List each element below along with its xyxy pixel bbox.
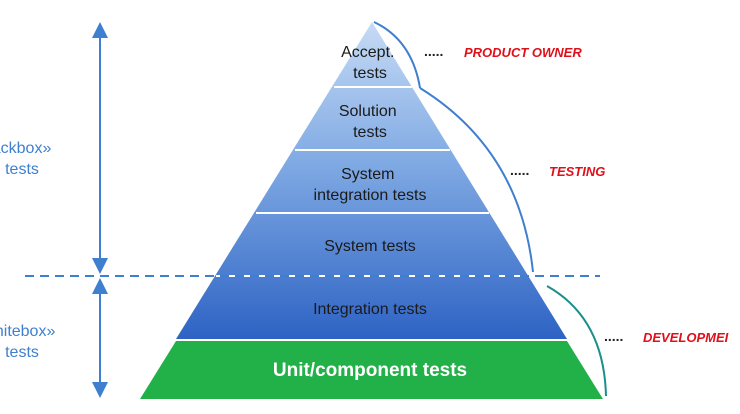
product-owner-bracket bbox=[373, 21, 421, 89]
development-dots: ..... bbox=[604, 328, 623, 344]
testing-dots: ..... bbox=[510, 162, 529, 178]
unit-level-shape bbox=[140, 341, 603, 399]
whitebox-label: Vhitebox» tests bbox=[0, 323, 60, 361]
level-solution-label: Solution tests bbox=[339, 103, 401, 141]
level-unit-label: Unit/component tests bbox=[273, 360, 467, 381]
arrow-up-icon bbox=[92, 278, 108, 294]
development-label: DEVELOPMEI bbox=[643, 330, 729, 345]
level-system-integration-label: System integration tests bbox=[314, 166, 427, 204]
arrow-up-icon bbox=[92, 22, 108, 38]
development-bracket bbox=[546, 285, 607, 397]
pyramid-body bbox=[176, 22, 567, 339]
level-system-label: System tests bbox=[324, 238, 416, 255]
role-brackets bbox=[373, 21, 607, 397]
testing-label: TESTING bbox=[549, 164, 605, 179]
level-integration-label: Integration tests bbox=[313, 301, 427, 318]
arrow-down-icon bbox=[92, 382, 108, 398]
level-accept-label: Accept. tests bbox=[341, 44, 399, 82]
whitebox-arrow bbox=[92, 278, 108, 398]
testing-bracket bbox=[419, 87, 534, 273]
blackbox-arrow bbox=[92, 22, 108, 274]
arrow-down-icon bbox=[92, 258, 108, 274]
product-owner-dots: ..... bbox=[424, 43, 443, 59]
product-owner-label: PRODUCT OWNER bbox=[464, 45, 582, 60]
blackbox-label: lackbox» tests bbox=[0, 140, 56, 178]
